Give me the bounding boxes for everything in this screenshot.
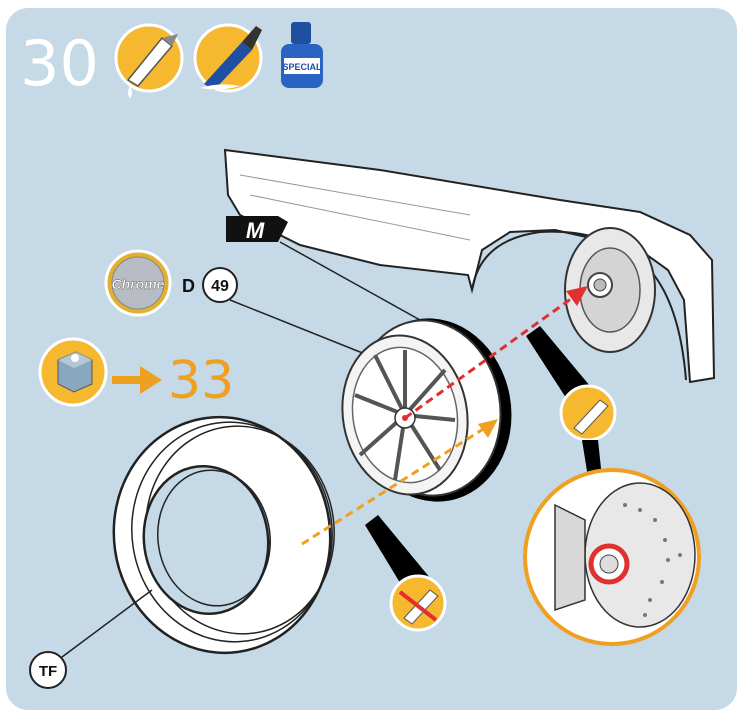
brake-disc: [564, 227, 656, 353]
tire-label: TF: [39, 663, 57, 680]
detail-inset: [523, 468, 701, 646]
decal-label: M: [246, 218, 265, 243]
glue-pointer: [526, 326, 600, 404]
paint-brush-icon: [193, 23, 263, 93]
glue-drop-icon: [114, 23, 184, 98]
part-number: 49: [211, 278, 229, 295]
tire-arrow-head: [478, 419, 498, 438]
part-leader-line: [229, 299, 381, 361]
wheel-rim: [341, 318, 512, 502]
paint-label: Chrome: [112, 276, 165, 292]
forward-step-number: 33: [168, 351, 234, 411]
cement-bottle-icon: SPECIAL: [281, 22, 323, 88]
part-prefix: D: [182, 276, 195, 296]
rim-to-hub-arrow: [404, 294, 576, 420]
forward-arrow-icon: [112, 366, 162, 394]
decal-flag: M: [226, 216, 288, 243]
hub-glue-icon: [559, 384, 617, 442]
tire-to-rim-arrow: [301, 424, 489, 546]
chrome-paint-badge: Chrome: [104, 249, 172, 317]
tire-part-badge: TF: [29, 651, 67, 689]
no-glue-icon: [389, 574, 447, 632]
hub-arrow-head: [566, 286, 588, 306]
decal-leader-line: [279, 241, 421, 321]
forward-step-callout: 33: [38, 337, 234, 411]
cement-label: SPECIAL: [282, 62, 322, 72]
step-number: 30: [20, 27, 99, 100]
tire-leader-line: [57, 589, 153, 661]
tire: [112, 415, 335, 655]
part-number-badge: 49: [202, 267, 238, 303]
